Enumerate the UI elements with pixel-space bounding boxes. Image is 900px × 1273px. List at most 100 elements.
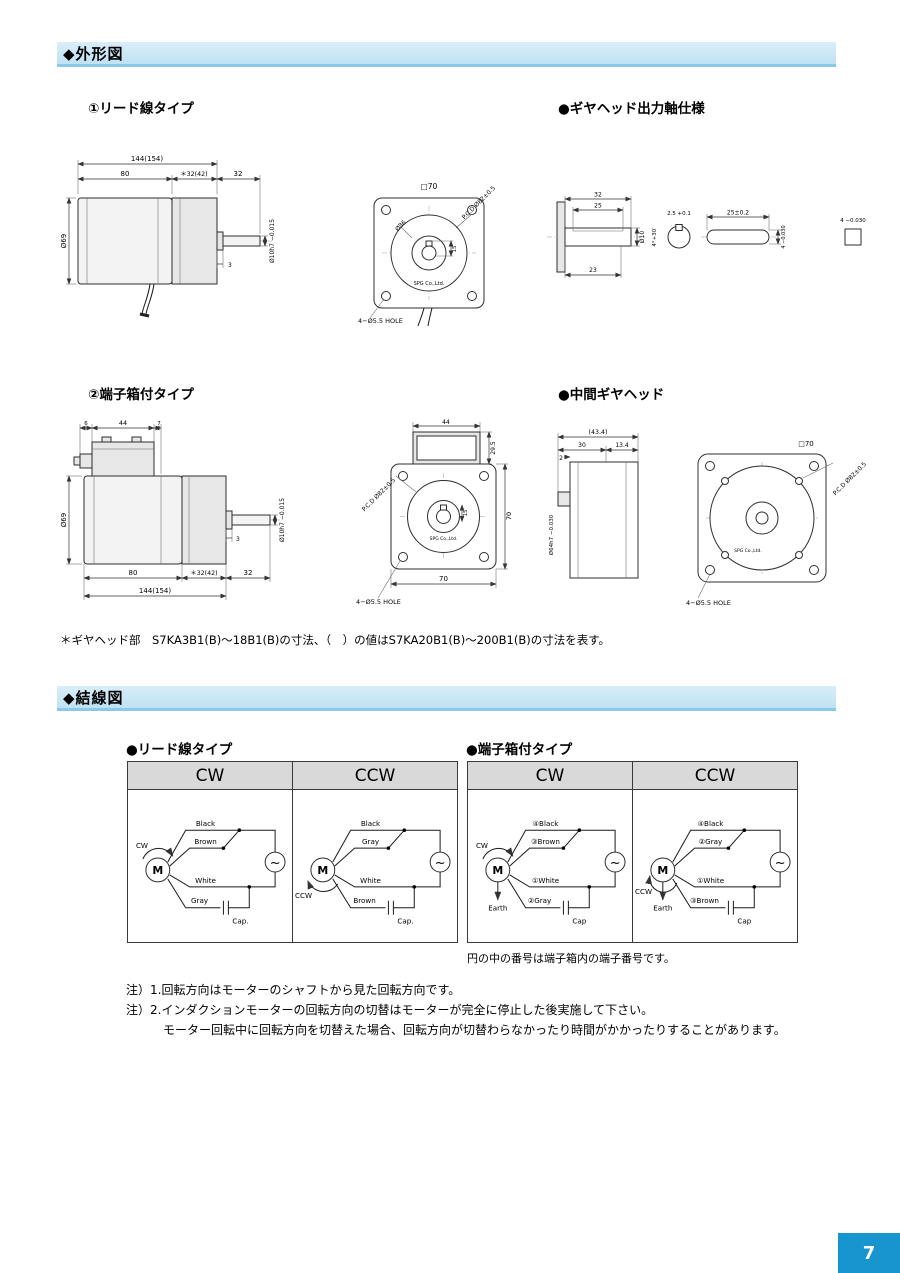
shaft-hole <box>421 245 437 261</box>
lead-type-front-view: □70 Ø36 P.C.D Ø82±0.5 15 SPG Co.,Ltd. 4−… <box>352 172 522 330</box>
wiring-section-banner: ◆結線図 <box>57 686 836 711</box>
dim-mounting-holes: 4−Ø5.5 HOLE <box>356 598 401 606</box>
lead-cw-cell: CW M ~ Black Brown White Gray <box>128 790 293 942</box>
dim-body-diameter: Ø69 <box>60 234 68 248</box>
dim-overall-length: 144(154) <box>139 587 171 595</box>
dim-key-square: 4 −0.030 <box>840 218 866 224</box>
dim-face-square: □70 <box>421 182 438 191</box>
dim-13-4: 13.4 <box>615 442 629 449</box>
motor-letter: M <box>657 864 668 877</box>
dim-face-square: □70 <box>798 440 814 448</box>
wiring-section-title: ◆結線図 <box>63 688 124 707</box>
maker-label: SPG Co.,Ltd. <box>430 536 458 542</box>
wire3-label: White <box>360 876 381 885</box>
rotation-arrow <box>482 847 514 860</box>
terminal-ccw-header: CCW <box>694 765 736 786</box>
dim-body-diameter: Ø69 <box>60 513 68 527</box>
gearhead-face-edge <box>556 201 566 273</box>
wire3-label: ①White <box>532 876 560 885</box>
power-source-symbol <box>264 851 286 873</box>
lead-cw-header: CW <box>128 762 293 789</box>
ac-symbol: ~ <box>435 856 446 871</box>
capacitor-label: Cap. <box>232 917 248 926</box>
dim-face-width: 70 <box>439 575 448 583</box>
dim-shaft-diameter: Ø10h7 −0.015 <box>279 498 286 542</box>
dim-30: 30 <box>578 442 586 449</box>
power-source-symbol <box>769 851 791 873</box>
dim-shaft-len: 32 <box>594 192 602 199</box>
outline-section-banner: ◆外形図 <box>57 42 836 67</box>
ac-symbol: ~ <box>610 856 621 871</box>
power-source-symbol <box>604 851 626 873</box>
terminal-type-front-view: 44 29.5 15 P.C.D Ø82±0.5 SPG Co.,Ltd. 70 <box>350 418 545 623</box>
earth-label: Earth <box>488 904 507 913</box>
wire2-label: ②Gray <box>699 837 723 846</box>
terminal-type-title: ②端子箱付タイプ <box>88 387 194 403</box>
wire2-label: Gray <box>362 837 380 846</box>
dim-motor-length: 80 <box>121 170 130 178</box>
wire1-label: ④Black <box>533 819 560 828</box>
outline-section-title: ◆外形図 <box>63 44 124 63</box>
dim-shaft-dia: Ø10 <box>639 231 646 244</box>
dim-gland: 6 <box>84 421 88 427</box>
dim-mounting-holes: 4−Ø5.5 HOLE <box>358 317 403 325</box>
note-line-1: 注）1.回転方向はモーターのシャフトから見た回転方向です。 <box>126 983 461 997</box>
dim-key-height: 15 <box>463 509 469 516</box>
rotation-arrow <box>142 847 174 860</box>
rotation-arrow <box>645 875 678 893</box>
capacitor-label: Cap <box>572 917 586 926</box>
terminal-cw-header: CW <box>468 762 633 789</box>
keyway <box>440 504 447 511</box>
terminal-type-side-view: 6 44 7 3 Ø69 Ø10h7 −0.015 <box>58 418 343 618</box>
terminal-wiring-table: CW CCW CW Earth M <box>467 761 798 943</box>
wire4-label: ②Gray <box>528 896 552 905</box>
terminal-cw-diagram: CW Earth M ~ ④Black ③Brown <box>476 819 626 926</box>
capacitor-label: Cap. <box>397 917 413 926</box>
midgear-body-side <box>569 461 639 579</box>
dim-pcd: P.C.D Ø82±0.5 <box>832 461 868 497</box>
dim-2: 2 <box>559 455 563 462</box>
lead-wire <box>141 283 151 315</box>
wire4-label: Gray <box>191 896 209 905</box>
lead-ccw-diagram: CCW M ~ Black Gray White Brown <box>295 819 451 926</box>
dim-box-height: 29.5 <box>490 441 497 455</box>
output-shaft <box>222 235 261 247</box>
dim-gearhead-length: ＊32(42) <box>180 171 207 178</box>
lead-type-side-view: 144(154) 80 ＊32(42) 32 Ø69 Ø10h7 −0.015 <box>60 148 330 320</box>
dim-key-length-tol: 25±0.2 <box>727 210 749 217</box>
output-shaft <box>231 514 271 526</box>
dim-key-width: 4 −0.030 <box>781 225 787 248</box>
dim-chamfer-angle: 4°+30′ <box>652 227 658 247</box>
dim-shaft-length: 32 <box>244 569 253 577</box>
motor-letter: M <box>317 864 328 877</box>
terminal-ccw-cell: CCW Earth M ~ ④Black ②Gray <box>633 790 797 942</box>
dim-motor-length: 80 <box>129 569 138 577</box>
dim-flat-len: 23 <box>589 267 597 274</box>
lead-wiring-table: CW CCW CW M ~ <box>127 761 458 943</box>
dim-spigot-diameter: Ø64h7 −0.030 <box>548 514 555 555</box>
lead-ccw-cell: CCW M ~ Black Gray White Brown <box>293 790 457 942</box>
gearhead-case <box>171 197 218 285</box>
lead-ccw-header: CCW <box>354 765 396 786</box>
lead-cw-diagram: CW M ~ Black Brown White Gray <box>136 819 286 926</box>
page-number: 7 <box>838 1233 900 1273</box>
note-line-3: モーター回転中に回転方向を切替えた場合、回転方向が切替わらなかったり時間がかかっ… <box>163 1023 786 1037</box>
dim-shaft-step: 3 <box>236 536 240 543</box>
shaft-profile <box>564 227 632 247</box>
gearhead-footnote: ＊ギヤヘッド部 S7KA3B1(B)～18B1(B)の寸法、（ ）の値はS7KA… <box>60 633 611 647</box>
maker-label: SPG Co.,Ltd. <box>414 281 445 287</box>
terminal-cw-cell: CW Earth M ~ ④Black ③Brown <box>468 790 633 942</box>
direction-label: CCW <box>635 887 652 896</box>
terminal-ccw-diagram: CCW Earth M ~ ④Black ②Gray <box>635 819 791 926</box>
direction-label: CW <box>476 841 488 850</box>
keyway <box>425 240 433 247</box>
power-source-symbol <box>429 851 451 873</box>
dim-shaft-step: 3 <box>228 262 232 269</box>
rotation-arrow <box>307 880 339 893</box>
midgear-title: ●中間ギヤヘッド <box>558 387 665 403</box>
wiring-notes: 注）1.回転方向はモーターのシャフトから見た回転方向です。 注）2.インダクショ… <box>126 980 786 1040</box>
dim-overall: (43.4) <box>589 429 608 436</box>
shaft-hole <box>436 509 451 524</box>
note-line-2: 注）2.インダクションモーターの回転方向の切替はモーターが完全に停止した後実施し… <box>126 1003 654 1017</box>
